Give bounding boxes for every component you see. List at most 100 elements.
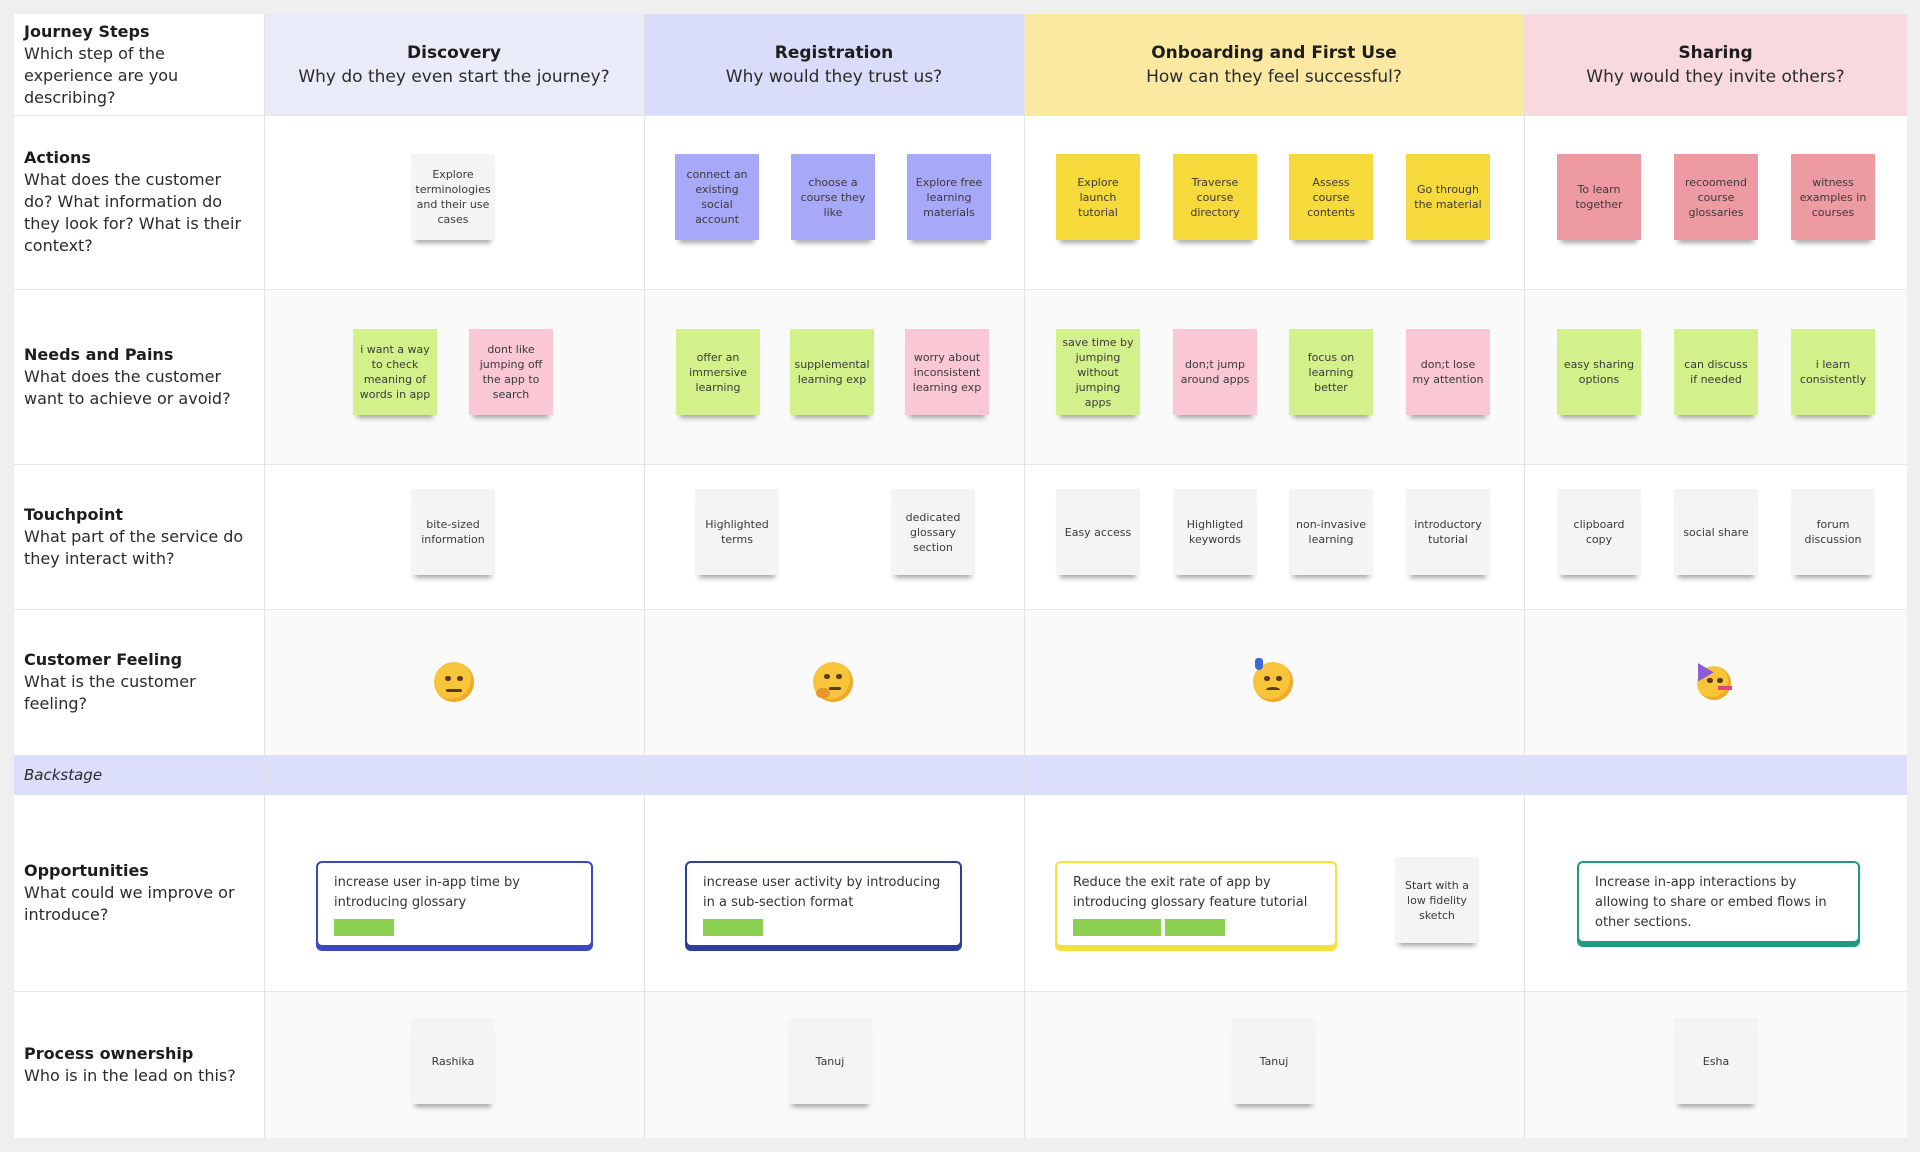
- stage-subtitle: Why would they invite others?: [1586, 66, 1845, 87]
- status-tag: [703, 919, 763, 936]
- sticky-note[interactable]: Start with a low fidelity sketch: [1395, 857, 1479, 943]
- opportunity-text: Reduce the exit rate of app by introduci…: [1073, 875, 1308, 910]
- row-description: What does the customer want to achieve o…: [24, 366, 231, 408]
- sticky-note[interactable]: Go through the material: [1406, 154, 1490, 240]
- stage-header-discovery[interactable]: Discovery Why do they even start the jou…: [264, 14, 644, 115]
- opportunity-card[interactable]: Reduce the exit rate of app by introduci…: [1055, 861, 1337, 947]
- row-divider: [14, 464, 1907, 465]
- thinking-face-icon: [813, 662, 853, 702]
- stage-title: Onboarding and First Use: [1151, 42, 1397, 63]
- sticky-note[interactable]: Explore terminologies and their use case…: [411, 154, 495, 240]
- neutral-face-icon: [434, 662, 474, 702]
- row-title: Actions: [24, 148, 91, 167]
- row-label-actions: Actions What does the customer do? What …: [14, 115, 264, 289]
- sticky-note[interactable]: clipboard copy: [1557, 489, 1641, 575]
- row-band-feeling: [264, 609, 1907, 755]
- status-tag: [1073, 919, 1161, 936]
- status-tag: [334, 919, 394, 936]
- stage-subtitle: How can they feel successful?: [1146, 66, 1402, 87]
- sticky-note[interactable]: don;t lose my attention: [1406, 329, 1490, 415]
- row-description: Which step of the experience are you des…: [24, 43, 179, 107]
- stage-header-sharing[interactable]: Sharing Why would they invite others?: [1524, 14, 1907, 115]
- stage-subtitle: Why would they trust us?: [725, 66, 943, 87]
- row-title: Process ownership: [24, 1043, 194, 1063]
- opportunity-card[interactable]: increase user activity by introducing in…: [685, 861, 962, 947]
- opportunity-card[interactable]: Increase in-app interactions by allowing…: [1577, 861, 1860, 943]
- sticky-note[interactable]: Explore launch tutorial: [1056, 154, 1140, 240]
- opportunity-text: increase user in-app time by introducing…: [334, 875, 521, 910]
- row-label-customer-feeling: Customer Feeling What is the customer fe…: [14, 609, 264, 755]
- stage-header-onboarding[interactable]: Onboarding and First Use How can they fe…: [1024, 14, 1524, 115]
- sticky-note[interactable]: Assess course contents: [1289, 154, 1373, 240]
- party-face-icon: [1690, 658, 1732, 700]
- sticky-note[interactable]: forum discussion: [1791, 489, 1875, 575]
- row-title: Journey Steps: [24, 21, 150, 41]
- journey-map-board: Discovery Why do they even start the jou…: [14, 14, 1907, 1138]
- owner-sticky[interactable]: Tanuj: [1232, 1018, 1316, 1104]
- row-title: Touchpoint: [24, 504, 124, 524]
- stage-header-registration[interactable]: Registration Why would they trust us?: [644, 14, 1024, 115]
- row-divider: [14, 115, 1907, 116]
- owner-sticky[interactable]: Esha: [1674, 1018, 1758, 1104]
- stage-subtitle: Why do they even start the journey?: [298, 66, 610, 87]
- sticky-note[interactable]: focus on learning better: [1289, 329, 1373, 415]
- sticky-note[interactable]: can discuss if needed: [1674, 329, 1758, 415]
- sticky-note[interactable]: save time by jumping without jumping app…: [1056, 329, 1140, 415]
- row-label-touchpoint: Touchpoint What part of the service do t…: [14, 464, 264, 609]
- row-label-journey-steps: Journey Steps Which step of the experien…: [14, 14, 264, 115]
- opportunity-text: Increase in-app interactions by allowing…: [1595, 875, 1827, 930]
- backstage-label: Backstage: [24, 766, 103, 784]
- row-divider: [14, 991, 1907, 992]
- stage-title: Sharing: [1678, 42, 1753, 63]
- sticky-note[interactable]: witness examples in courses: [1791, 154, 1875, 240]
- row-description: Who is in the lead on this?: [24, 1065, 236, 1085]
- column-divider: [264, 14, 265, 1138]
- sticky-note[interactable]: connect an existing social account: [675, 154, 759, 240]
- column-divider: [1024, 14, 1025, 1138]
- owner-sticky[interactable]: Tanuj: [788, 1018, 872, 1104]
- sticky-note[interactable]: introductory tutorial: [1406, 489, 1490, 575]
- sticky-note[interactable]: Easy access: [1056, 489, 1140, 575]
- column-divider: [644, 14, 645, 1138]
- sticky-note[interactable]: supplemental learning exp: [790, 329, 874, 415]
- sticky-note[interactable]: Traverse course directory: [1173, 154, 1257, 240]
- stage-title: Discovery: [407, 42, 501, 63]
- sticky-note[interactable]: Highligted keywords: [1173, 489, 1257, 575]
- sticky-note[interactable]: dedicated glossary section: [891, 489, 975, 575]
- sticky-note[interactable]: worry about inconsistent learning exp: [905, 329, 989, 415]
- row-title: Customer Feeling: [24, 650, 183, 669]
- owner-sticky[interactable]: Rashika: [411, 1018, 495, 1104]
- row-title: Needs and Pains: [24, 344, 174, 364]
- sticky-note[interactable]: offer an immersive learning: [676, 329, 760, 415]
- sticky-note[interactable]: easy sharing options: [1557, 329, 1641, 415]
- sticky-note[interactable]: social share: [1674, 489, 1758, 575]
- row-divider: [14, 609, 1907, 610]
- row-divider: [14, 289, 1907, 290]
- sticky-note[interactable]: i want a way to check meaning of words i…: [353, 329, 437, 415]
- backstage-band: [14, 755, 1907, 795]
- row-band-ownership: [264, 991, 1907, 1138]
- opportunity-card[interactable]: increase user in-app time by introducing…: [316, 861, 593, 947]
- sticky-note[interactable]: Explore free learning materials: [907, 154, 991, 240]
- row-description: What could we improve or introduce?: [24, 883, 235, 924]
- row-label-opportunities: Opportunities What could we improve or i…: [14, 795, 264, 991]
- stage-title: Registration: [774, 42, 894, 63]
- sad-sweat-face-icon: [1253, 658, 1293, 702]
- row-description: What part of the service do they interac…: [24, 526, 244, 568]
- row-label-needs-and-pains: Needs and Pains What does the customer w…: [14, 289, 264, 464]
- sticky-note[interactable]: don;t jump around apps: [1173, 329, 1257, 415]
- sticky-note[interactable]: To learn together: [1557, 154, 1641, 240]
- sticky-note[interactable]: non-invasive learning: [1289, 489, 1373, 575]
- row-description: What does the customer do? What informat…: [24, 170, 242, 255]
- column-divider: [1524, 14, 1525, 1138]
- sticky-note[interactable]: dont like jumping off the app to search: [469, 329, 553, 415]
- row-title: Opportunities: [24, 861, 149, 880]
- sticky-note[interactable]: choose a course they like: [791, 154, 875, 240]
- sticky-note[interactable]: i learn consistently: [1791, 329, 1875, 415]
- sticky-note[interactable]: Highlighted terms: [695, 489, 779, 575]
- sticky-note[interactable]: bite-sized information: [411, 489, 495, 575]
- sticky-note[interactable]: recoomend course glossaries: [1674, 154, 1758, 240]
- row-label-process-ownership: Process ownership Who is in the lead on …: [14, 991, 264, 1138]
- status-tag: [1165, 919, 1225, 936]
- opportunity-text: increase user activity by introducing in…: [703, 875, 941, 910]
